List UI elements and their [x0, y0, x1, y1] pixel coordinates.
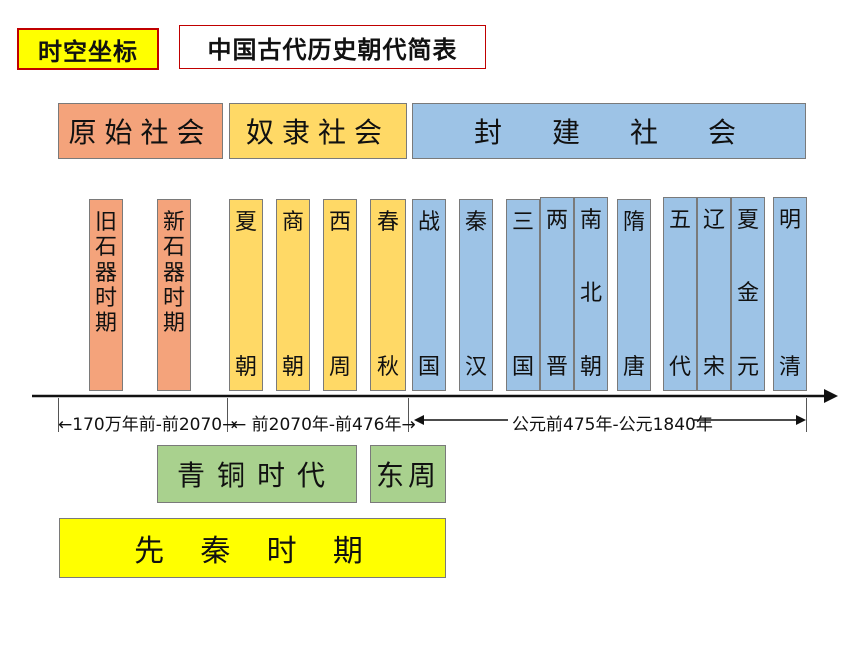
period-char: 春 — [376, 210, 399, 235]
period-char: 朝 — [281, 354, 304, 380]
period-char: 旧 — [94, 210, 117, 235]
era-feudal-char: 建 — [551, 116, 588, 149]
period-char: 新 — [162, 210, 185, 235]
tick-476bc — [408, 398, 409, 432]
period-char: 代 — [668, 354, 691, 380]
period-char: 宋 — [702, 354, 725, 380]
period-southern-northern: 南 北 朝 — [574, 197, 608, 391]
era-feudal-char: 社 — [629, 116, 666, 149]
period-char: 西 — [328, 210, 351, 235]
range-feudal: 公元前475年-公元1840年 — [512, 415, 713, 435]
pre-qin-char: 时 — [266, 534, 305, 569]
range-slave: ← 前2070年-前476年→ — [232, 415, 416, 435]
eastern-zhou-bar: 东周 — [370, 445, 446, 503]
period-char: 期 — [162, 311, 185, 337]
period-char: 清 — [778, 354, 801, 380]
period-char: 器 — [94, 260, 117, 286]
period-liao-song: 辽 宋 — [697, 197, 731, 391]
period-jin: 两 晋 — [540, 197, 574, 391]
era-feudal-char: 封 — [473, 116, 510, 149]
period-char: 商 — [281, 210, 304, 235]
period-char: 秦 — [464, 210, 487, 235]
period-char: 国 — [417, 354, 440, 380]
period-char: 汉 — [464, 354, 487, 380]
tick-start — [58, 398, 59, 432]
range-primitive: ←170万年前-前2070→ — [58, 415, 237, 435]
period-char: 两 — [545, 208, 568, 233]
period-char: 朝 — [234, 354, 257, 380]
period-char: 战 — [417, 210, 440, 235]
period-char: 隋 — [622, 210, 645, 235]
period-qin-han: 秦 汉 — [459, 199, 493, 391]
period-char: 北 — [579, 281, 602, 307]
period-char: 器 — [162, 260, 185, 286]
era-slave: 奴隶社会 — [229, 103, 407, 159]
period-char: 时 — [94, 285, 117, 311]
tick-2070bc — [227, 398, 228, 432]
period-western-zhou: 西 周 — [323, 199, 357, 391]
period-char: 南 — [579, 208, 602, 233]
period-spring-autumn: 春 秋 — [370, 199, 406, 391]
feudal-range-arrow-left — [414, 415, 424, 425]
period-ming-qing: 明 清 — [773, 197, 807, 391]
pre-qin-char: 先 — [134, 534, 173, 569]
era-feudal: 封 建 社 会 — [412, 103, 806, 159]
period-neolithic: 新 石 器 时 期 — [157, 199, 191, 391]
tick-1840 — [806, 398, 807, 432]
timeline-arrowhead — [824, 389, 838, 403]
period-char: 五 — [668, 208, 691, 233]
period-char: 三 — [511, 210, 534, 235]
period-three-kingdoms: 三 国 — [506, 199, 540, 391]
period-char: 夏 — [234, 210, 257, 235]
period-five-dynasties: 五 代 — [663, 197, 697, 391]
period-char: 辽 — [702, 208, 725, 233]
pre-qin-char: 秦 — [200, 534, 239, 569]
period-char: 金 — [736, 281, 759, 307]
period-sui-tang: 隋 唐 — [617, 199, 651, 391]
period-char: 周 — [328, 354, 351, 380]
feudal-range-arrow-right — [796, 415, 806, 425]
period-char: 元 — [736, 354, 759, 380]
bronze-age-bar: 青铜时代 — [157, 445, 357, 503]
period-xia: 夏 朝 — [229, 199, 263, 391]
period-char: 唐 — [622, 354, 645, 380]
period-char: 国 — [511, 354, 534, 380]
era-primitive: 原始社会 — [58, 103, 223, 159]
pre-qin-bar: 先 秦 时 期 — [59, 518, 446, 578]
page-title: 中国古代历史朝代简表 — [179, 25, 486, 69]
pre-qin-char: 期 — [332, 534, 371, 569]
era-feudal-char: 会 — [707, 116, 744, 149]
period-char: 石 — [162, 235, 185, 261]
period-paleolithic: 旧 石 器 时 期 — [89, 199, 123, 391]
period-char: 期 — [94, 311, 117, 337]
period-char: 秋 — [376, 354, 399, 380]
period-char: 时 — [162, 285, 185, 311]
period-shang: 商 朝 — [276, 199, 310, 391]
period-char: 晋 — [545, 354, 568, 380]
period-xia-jin-yuan: 夏 金 元 — [731, 197, 765, 391]
period-char: 夏 — [736, 208, 759, 233]
period-char: 朝 — [579, 354, 602, 380]
header-tag: 时空坐标 — [17, 28, 159, 70]
period-char: 石 — [94, 235, 117, 261]
period-warring-states: 战 国 — [412, 199, 446, 391]
period-char: 明 — [778, 208, 801, 233]
